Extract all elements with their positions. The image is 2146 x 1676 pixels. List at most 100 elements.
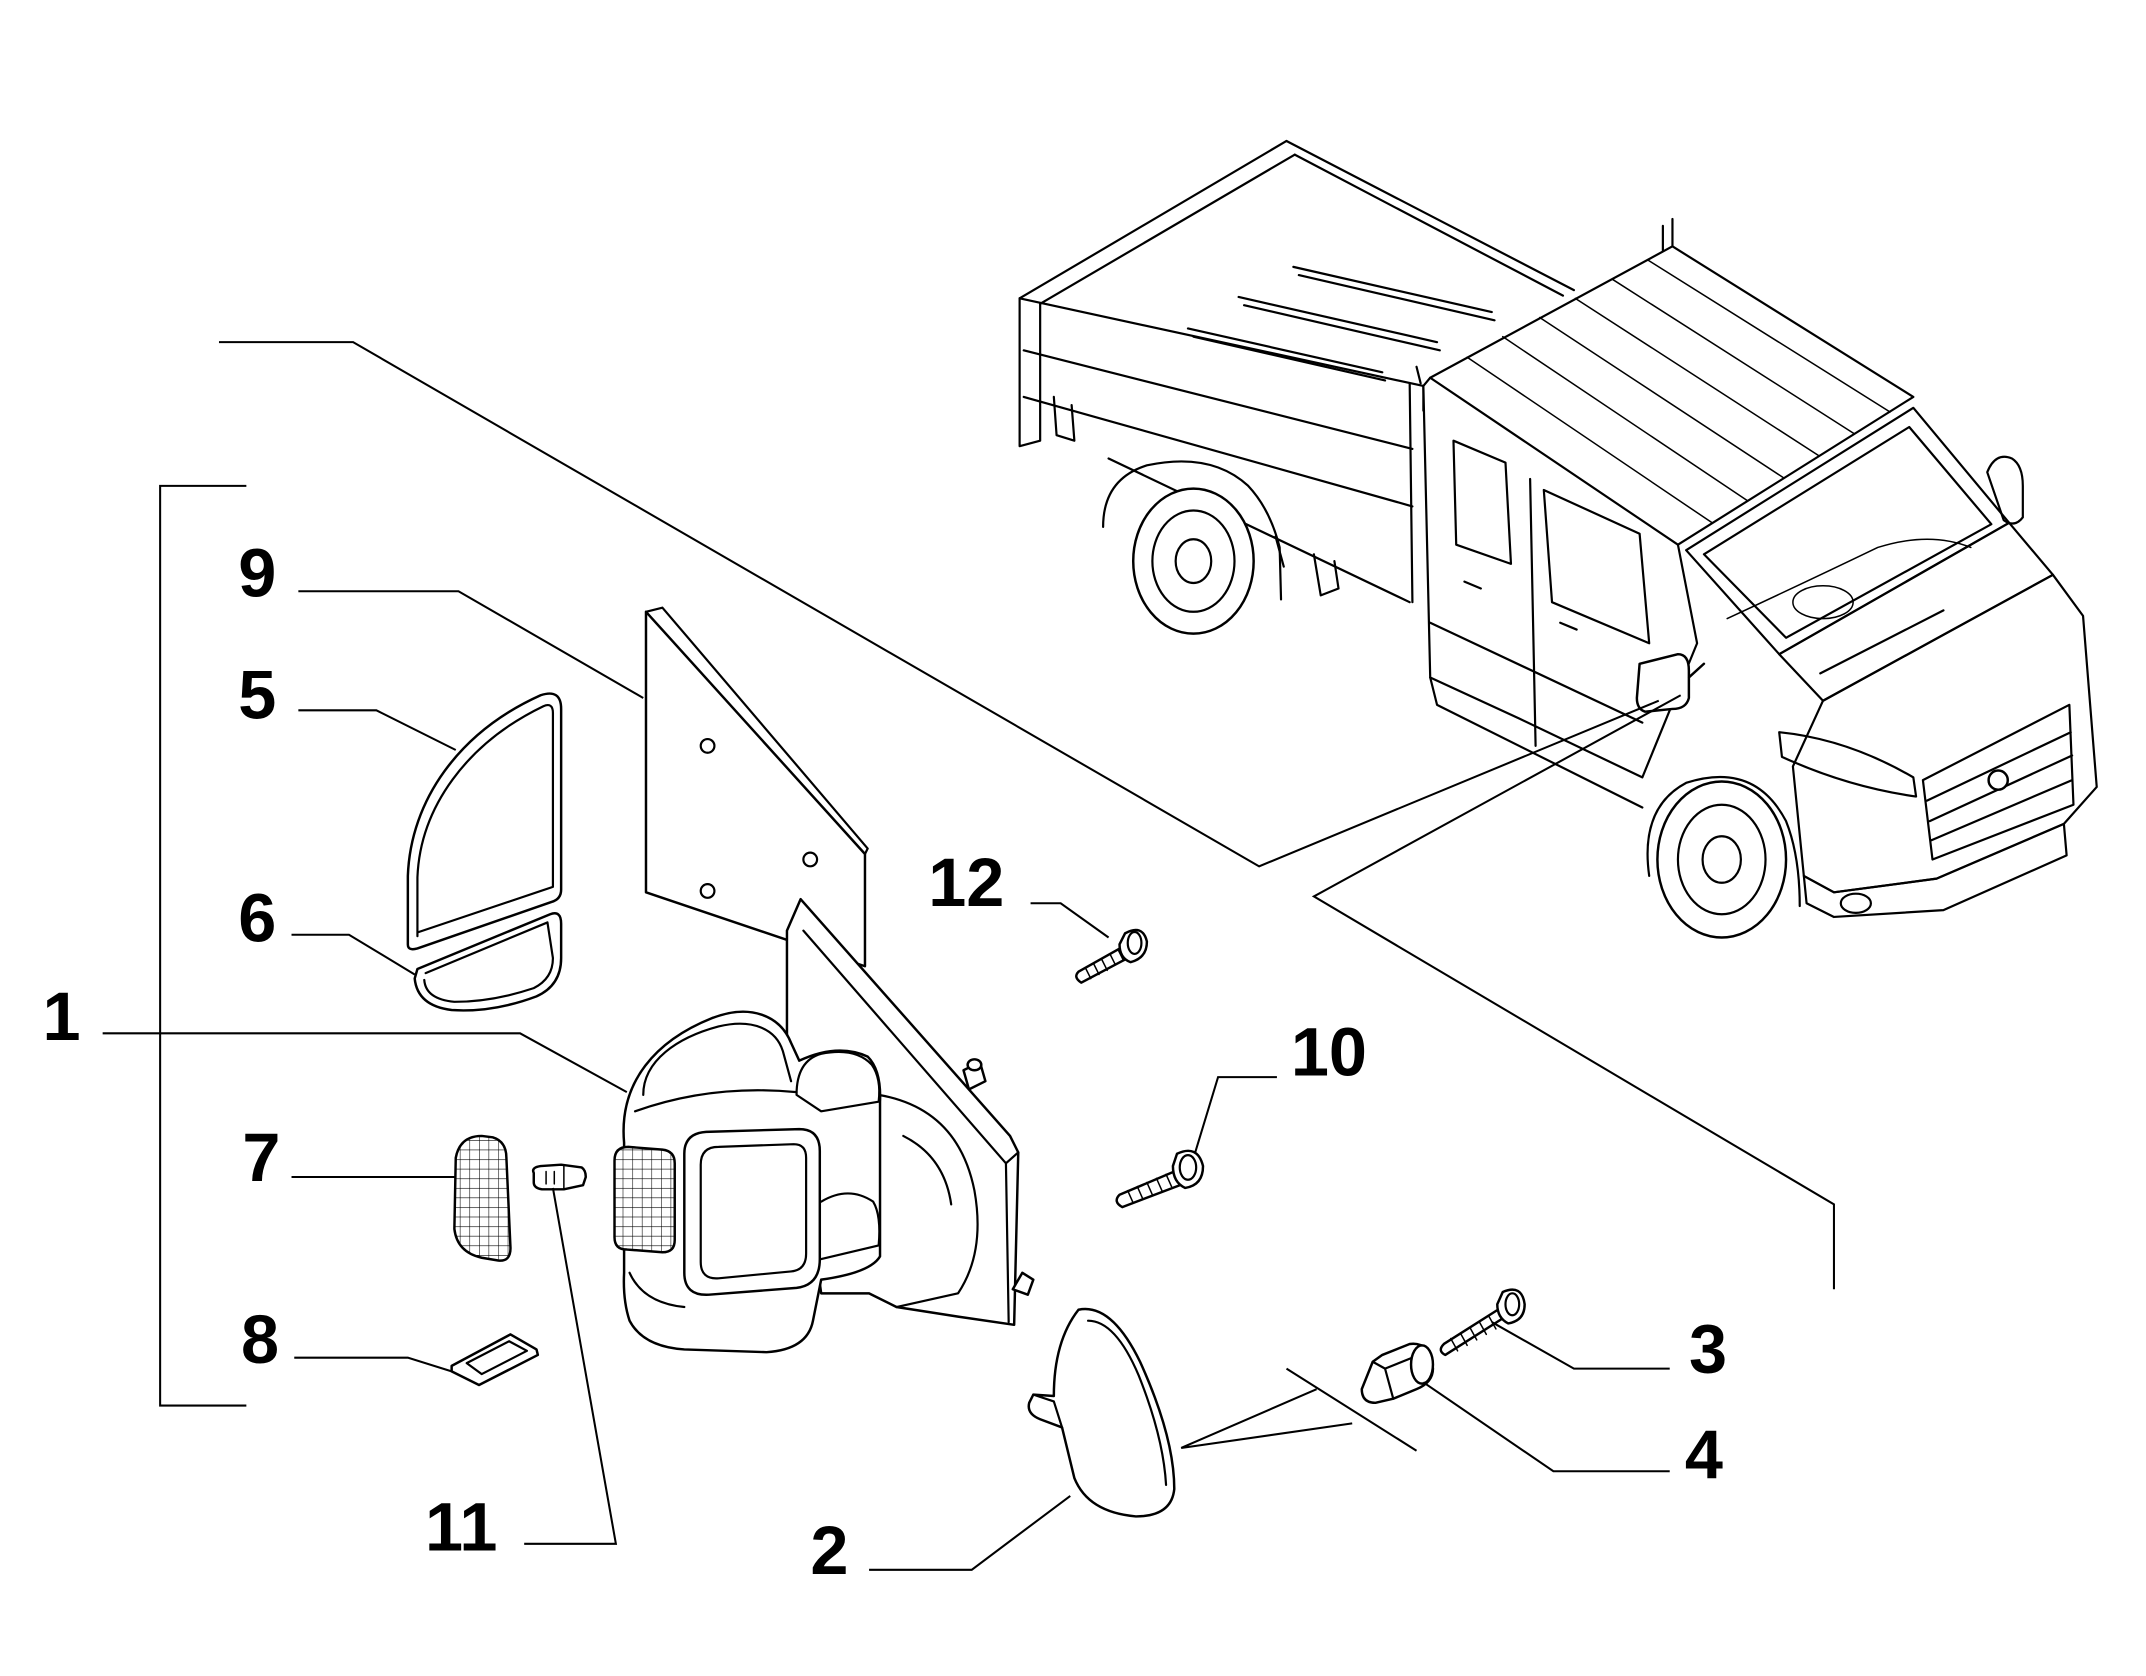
- part-upper-mirror-glass: [406, 692, 563, 951]
- screw-head-face: [1504, 1292, 1521, 1317]
- screw-head-face: [1126, 930, 1143, 956]
- cap-edge: [1032, 1319, 1168, 1487]
- screw-thread: [1084, 949, 1125, 980]
- callout-2: 2: [810, 1512, 848, 1589]
- clip-edge: [1371, 1356, 1414, 1400]
- plate-hole: [699, 737, 716, 754]
- housing-joint-upper: [795, 1050, 881, 1113]
- screw-shaft: [1439, 1307, 1507, 1357]
- fog-light: [1839, 892, 1873, 914]
- part-mounting-plate: [644, 606, 869, 968]
- leader-line-12: [1030, 902, 1110, 939]
- front-rim: [1676, 803, 1767, 916]
- small-plate-outline: [450, 1333, 540, 1387]
- cab-side: [1422, 376, 1699, 779]
- cap-outline: [1027, 1307, 1176, 1518]
- callout-3: 3: [1689, 1311, 1727, 1388]
- housing-chin: [628, 1271, 686, 1309]
- callout-12: 12: [928, 844, 1004, 921]
- glass-frame-inner: [699, 1143, 808, 1280]
- bed-tailgate-panel: [1018, 297, 1042, 448]
- bed-floor-slots: [1186, 265, 1496, 382]
- rear-tire: [1131, 487, 1255, 635]
- leader-line-9: [298, 590, 644, 699]
- leader-line-5: [298, 709, 457, 751]
- callout-8: 8: [241, 1301, 279, 1378]
- chassis-rail: [1107, 457, 1411, 604]
- callout-9: 9: [238, 535, 276, 612]
- housing-joint-lower: [820, 1192, 881, 1261]
- clip-collar: [1409, 1344, 1435, 1385]
- upper-glass-outline: [406, 692, 563, 951]
- arm-stud-lower: [1011, 1271, 1035, 1296]
- steering-wheel: [1792, 585, 1854, 620]
- bed-tailgate-top: [1018, 139, 1296, 305]
- leader-line-3: [1491, 1321, 1670, 1370]
- part-lower-mirror-glass: [413, 912, 563, 1012]
- van-illustration: [1018, 139, 2098, 939]
- front-wheel-arch: [1646, 775, 1801, 908]
- part-screw-10: [1115, 1149, 1205, 1209]
- screw-shaft: [1115, 1170, 1181, 1209]
- plate-hole: [802, 851, 819, 868]
- part-screw-12: [1075, 928, 1149, 984]
- screw-thread: [1449, 1315, 1497, 1352]
- leader-line-8: [294, 1356, 452, 1373]
- mirror-arm-contour: [877, 1093, 979, 1309]
- leader-line-6: [291, 933, 416, 976]
- callout-7: 7: [242, 1119, 280, 1196]
- callout-10: 10: [1291, 1014, 1367, 1091]
- cab-roof: [1429, 245, 1915, 546]
- plate-face: [644, 610, 867, 968]
- part-indicator-lens: [453, 1134, 512, 1262]
- front-hub: [1701, 835, 1742, 884]
- part-mirror-assembly: [613, 897, 1035, 1354]
- leader-line-4: [1422, 1381, 1670, 1473]
- cab-step: [1429, 676, 1644, 809]
- bed-front-post: [1408, 382, 1425, 604]
- lower-glass-outline: [413, 912, 563, 1012]
- front-tire: [1656, 780, 1788, 939]
- screw-head: [1118, 928, 1149, 964]
- lower-glass-inner: [423, 921, 555, 1003]
- arm-stud-head: [966, 1058, 983, 1072]
- housing-turn-signal: [613, 1145, 676, 1254]
- leader-line-10: [1193, 1076, 1277, 1155]
- screw-head: [1171, 1149, 1205, 1190]
- part-small-plate: [450, 1333, 540, 1387]
- bulb-outline: [531, 1163, 588, 1191]
- callout-4: 4: [1685, 1416, 1723, 1493]
- bulb-filament: [545, 1165, 565, 1191]
- roof-posts: [1415, 217, 1674, 385]
- callout-6: 6: [238, 880, 276, 957]
- bed-side-panel: [1022, 349, 1414, 508]
- small-plate-inner: [465, 1340, 529, 1376]
- headlight: [1778, 731, 1918, 798]
- leader-line-11: [524, 1187, 618, 1545]
- rear-fender: [1102, 460, 1283, 601]
- screw-head-face: [1178, 1154, 1198, 1181]
- callout-11: 11: [425, 1489, 497, 1566]
- leader-line-2: [869, 1495, 1071, 1571]
- front-fascia: [1791, 573, 2098, 894]
- leader-line-1: [102, 1032, 628, 1094]
- door-seams: [1429, 477, 1644, 747]
- callout-1: 1: [43, 978, 81, 1055]
- part-clip: [1360, 1342, 1435, 1405]
- detail-pointer-upper: [218, 341, 1660, 868]
- front-bumper: [1802, 822, 2068, 919]
- dashboard: [1726, 538, 1972, 620]
- brand-badge-icon: [1987, 769, 2010, 791]
- plate-edge: [644, 606, 869, 856]
- cap-assembly-lines: [1180, 1367, 1418, 1452]
- grille: [1921, 703, 2075, 861]
- part-bulb: [531, 1163, 588, 1191]
- van-side-mirror: [1635, 652, 1706, 713]
- far-side-mirror: [1986, 455, 2024, 525]
- part-cover-cap: [1027, 1307, 1176, 1518]
- rear-rim: [1151, 509, 1236, 613]
- rear-door-window: [1452, 439, 1513, 565]
- group-bracket: [159, 484, 247, 1407]
- screw-thread: [1126, 1173, 1173, 1204]
